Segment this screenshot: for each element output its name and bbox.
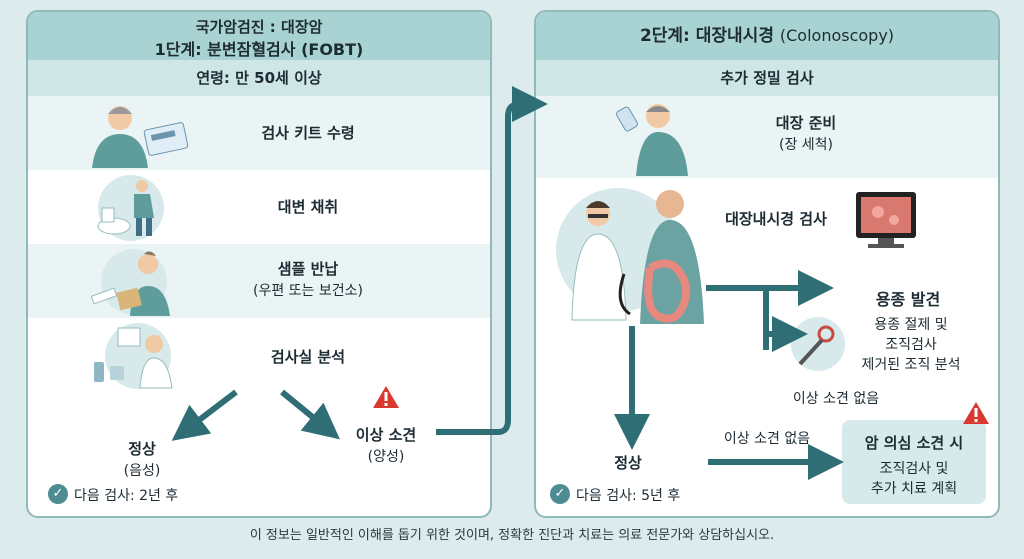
monitor-icon xyxy=(856,192,916,248)
polyp-desc-line3: 제거된 조직 분석 xyxy=(861,357,961,373)
panel-title-line2: 1단계: 분변잠혈검사 (FOBT) xyxy=(154,40,364,59)
panel-title-main: 2단계: 대장내시경 xyxy=(639,26,774,46)
cancer-suspected-line1: 조직검사 및 xyxy=(879,461,949,477)
stool-collection-illustration xyxy=(97,175,164,241)
age-requirement: 연령: 만 50세 이상 xyxy=(28,60,490,96)
check-icon: ✓ xyxy=(550,484,570,504)
step-band-lab xyxy=(28,318,490,392)
polyp-desc-line2: 조직검사 xyxy=(885,337,937,353)
abnormal-result-sub: (양성) xyxy=(367,449,405,465)
polyp-found-label: 용종 발견 xyxy=(875,290,941,309)
step-receive-kit-label: 검사 키트 수령 xyxy=(261,124,355,142)
bowel-prep-sub: (장 세척) xyxy=(778,137,833,153)
bowel-prep-illustration xyxy=(616,104,688,176)
additional-exam-strip: 추가 정밀 검사 xyxy=(536,60,998,96)
fobt-panel: 국가암검진 : 대장암 1단계: 분변잠혈검사 (FOBT) 연령: 만 50세… xyxy=(26,10,492,518)
step-collect-label: 대변 채취 xyxy=(277,198,339,216)
check-icon: ✓ xyxy=(48,484,68,504)
colonoscopy-exam-label: 대장내시경 검사 xyxy=(725,210,827,228)
warning-icon xyxy=(373,386,399,408)
cancer-suspected-line2: 추가 치료 계획 xyxy=(870,481,958,497)
panel-title-en: (Colonoscopy) xyxy=(779,26,895,45)
lab-analysis-illustration xyxy=(94,323,173,389)
sample-return-illustration xyxy=(90,249,170,316)
fobt-panel-title: 국가암검진 : 대장암 1단계: 분변잠혈검사 (FOBT) xyxy=(28,12,490,60)
cancer-suspected-box: 암 의심 소견 시 조직검사 및 추가 치료 계획 xyxy=(842,420,986,504)
colonoscopy-normal-label: 정상 xyxy=(614,454,642,472)
warning-icon xyxy=(963,402,989,424)
colonoscopy-panel-title: 2단계: 대장내시경 (Colonoscopy) xyxy=(536,12,998,60)
colonoscopy-normal-next-exam: 다음 검사: 5년 후 xyxy=(576,488,681,504)
bowel-prep-label: 대장 준비 xyxy=(775,114,837,132)
normal-result-label: 정상 xyxy=(128,440,156,458)
colonoscopy-panel: 2단계: 대장내시경 (Colonoscopy) 추가 정밀 검사 대장 준비 … xyxy=(534,10,1000,518)
panel-title-line1: 국가암검진 : 대장암 xyxy=(195,18,323,36)
colonoscopy-exam-illustration xyxy=(556,188,704,324)
disclaimer-footnote: 이 정보는 일반적인 이해를 돕기 위한 것이며, 정확한 진단과 치료는 의료… xyxy=(249,528,775,543)
no-finding-label-upper: 이상 소견 없음 xyxy=(792,391,880,407)
step-return-sub: (우편 또는 보건소) xyxy=(253,283,363,299)
abnormal-result-label: 이상 소견 xyxy=(355,426,417,444)
prep-band xyxy=(536,96,998,178)
cancer-suspected-title: 암 의심 소견 시 xyxy=(864,434,964,452)
step-return-label: 샘플 반납 xyxy=(277,260,339,278)
receive-kit-illustration xyxy=(92,106,189,168)
step-lab-label: 검사실 분석 xyxy=(270,348,346,366)
normal-result-sub: (음성) xyxy=(123,463,161,479)
normal-next-exam: 다음 검사: 2년 후 xyxy=(74,488,179,504)
polyp-desc-line1: 용종 절제 및 xyxy=(874,317,948,333)
no-finding-label-lower: 이상 소견 없음 xyxy=(723,431,811,447)
